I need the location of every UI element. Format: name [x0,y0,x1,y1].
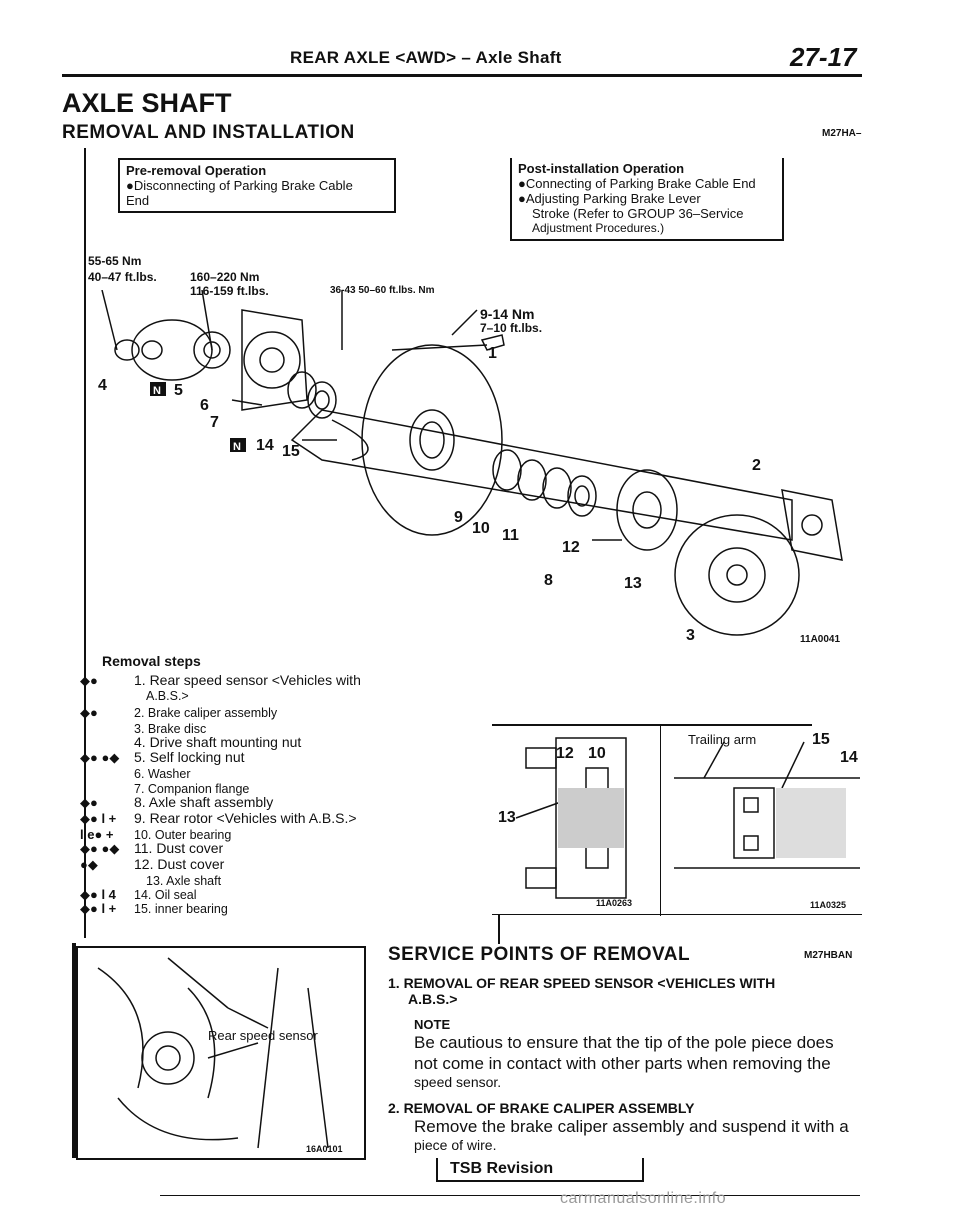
service-item2-line1: Remove the brake caliper assembly and su… [414,1117,849,1136]
removal-step: ◆● ●◆11. Dust cover [80,840,224,856]
service-points-code: M27HBAN [804,950,853,961]
pre-removal-line1: ●Disconnecting of Parking Brake Cable [126,178,353,193]
post-installation-line2: ●Adjusting Parking Brake Lever [518,191,701,206]
removal-step: l e● +10. Outer bearing [80,827,232,842]
footer-rule [160,1195,860,1196]
callout-3: 3 [686,627,695,644]
removal-step: A.B.S.> [146,689,189,703]
post-installation-line1: ●Connecting of Parking Brake Cable End [518,176,756,191]
torque-1-nm: 55-65 Nm [88,254,142,268]
callout-1: 1 [488,345,497,362]
callout-15: 15 [282,443,300,460]
inset-right-code: 11A0325 [810,900,846,910]
removal-step: ◆● l +15. inner bearing [80,901,228,916]
removal-step: ◆● ●◆5. Self locking nut [80,749,245,765]
tsb-revision-box: TSB Revision [436,1158,644,1182]
lower-section-rule [498,914,500,944]
speed-sensor-drawing: Rear speed sensor 16A0101 [97,957,343,1154]
removal-step: 6. Washer [134,767,191,781]
removal-step: ◆●1. Rear speed sensor <Vehicles with [80,672,361,688]
removal-step: 4. Drive shaft mounting nut [134,734,302,750]
section-subtitle: REMOVAL AND INSTALLATION [62,122,355,143]
inset-left-code: 11A0263 [596,898,632,908]
inset-label-13: 13 [498,809,516,826]
pre-removal-line2: End [126,193,150,208]
section-code: M27HA– [822,128,862,139]
new-part-marker-14: N [230,438,246,453]
section-title: AXLE SHAFT [62,88,232,118]
inset-label-10: 10 [588,745,606,762]
service-points-title: SERVICE POINTS OF REMOVAL [388,944,691,965]
speed-sensor-label: Rear speed sensor [208,1028,319,1043]
callout-13: 13 [624,575,642,592]
callout-11: 11 [502,527,519,544]
inset-bearing-figure: 12 10 13 11A0263 [498,737,632,908]
service-note-label: NOTE [414,1017,451,1032]
removal-step: ●◆12. Dust cover [80,856,225,872]
post-installation-line4: Adjustment Procedures.) [532,221,665,235]
torque-4-nm: 9-14 Nm [480,306,535,322]
service-item1-title: 1. REMOVAL OF REAR SPEED SENSOR <VEHICLE… [388,975,776,991]
post-installation-title: Post-installation Operation [518,161,685,176]
inset-trailing-arm-label: Trailing arm [688,732,756,747]
callout-5: 5 [174,382,183,399]
inset-divider [660,726,661,916]
callout-2: 2 [752,457,761,474]
pre-removal-title: Pre-removal Operation [126,163,267,178]
service-points-body: 1. REMOVAL OF REAR SPEED SENSOR <VEHICLE… [388,975,858,1153]
torque-1-ft: 40–47 ft.lbs. [88,270,157,284]
service-note-line3: speed sensor. [414,1074,502,1090]
inset-label-12: 12 [556,745,574,762]
svg-text:N: N [233,441,241,453]
page-number: 27-17 [790,42,857,72]
speed-sensor-code: 16A0101 [306,1144,343,1154]
callout-7: 7 [210,414,219,431]
post-installation-box: Post-installation Operation ●Connecting … [510,158,784,241]
torque-3: 36-43 50–60 ft.lbs. Nm [330,285,435,296]
service-note-line1: Be cautious to ensure that the tip of th… [414,1033,834,1052]
lower-left-rule [72,943,76,1158]
removal-step: 3. Brake disc [134,722,207,736]
callout-12: 12 [562,539,580,556]
diagram-figure-code: 11A0041 [800,634,840,645]
inset-frame-top [492,724,812,916]
exploded-axle-diagram: 1 2 3 4 5 6 7 8 9 10 11 12 13 14 15 N N … [98,290,843,645]
service-item2-title: 2. REMOVAL OF BRAKE CALIPER ASSEMBLY [388,1100,695,1116]
removal-step: ◆●2. Brake caliper assembly [80,705,278,720]
inset-trailing-arm-figure: Trailing arm 15 14 11A0325 [674,731,860,910]
left-margin-rule [84,148,86,938]
removal-step: ◆● l +9. Rear rotor <Vehicles with A.B.S… [80,810,357,826]
removal-step: 7. Companion flange [134,782,250,796]
footer-watermark: carmanualsonline.info [560,1190,727,1207]
post-installation-line3: Stroke (Refer to GROUP 36–Service [532,206,744,221]
service-note-line2: not come in contact with other parts whe… [414,1054,831,1073]
removal-step: ◆●8. Axle shaft assembly [80,794,274,810]
pre-removal-box: Pre-removal Operation ●Disconnecting of … [118,158,396,213]
inset-label-14: 14 [840,749,858,766]
callout-10: 10 [472,520,490,537]
torque-4-ft: 7–10 ft.lbs. [480,321,543,335]
service-item1-title-2: A.B.S.> [408,991,458,1007]
callout-4: 4 [98,377,107,394]
inset-frame-bottom [492,914,862,915]
new-part-marker-5: N [150,382,166,397]
speed-sensor-figure: Rear speed sensor 16A0101 [76,946,366,1160]
callout-9: 9 [454,509,463,526]
torque-2-ft: 116-159 ft.lbs. [190,284,269,298]
torque-2-nm: 160–220 Nm [190,270,260,284]
removal-steps-title: Removal steps [102,653,201,669]
header-rule [62,74,862,77]
callout-6: 6 [200,397,209,414]
page-header-title: REAR AXLE <AWD> – Axle Shaft [290,48,562,67]
svg-text:N: N [153,385,161,397]
callout-8: 8 [544,572,553,589]
inset-label-15: 15 [812,731,830,748]
removal-step: 13. Axle shaft [146,874,222,888]
service-item2-line2: piece of wire. [414,1137,497,1153]
callout-14: 14 [256,437,274,454]
